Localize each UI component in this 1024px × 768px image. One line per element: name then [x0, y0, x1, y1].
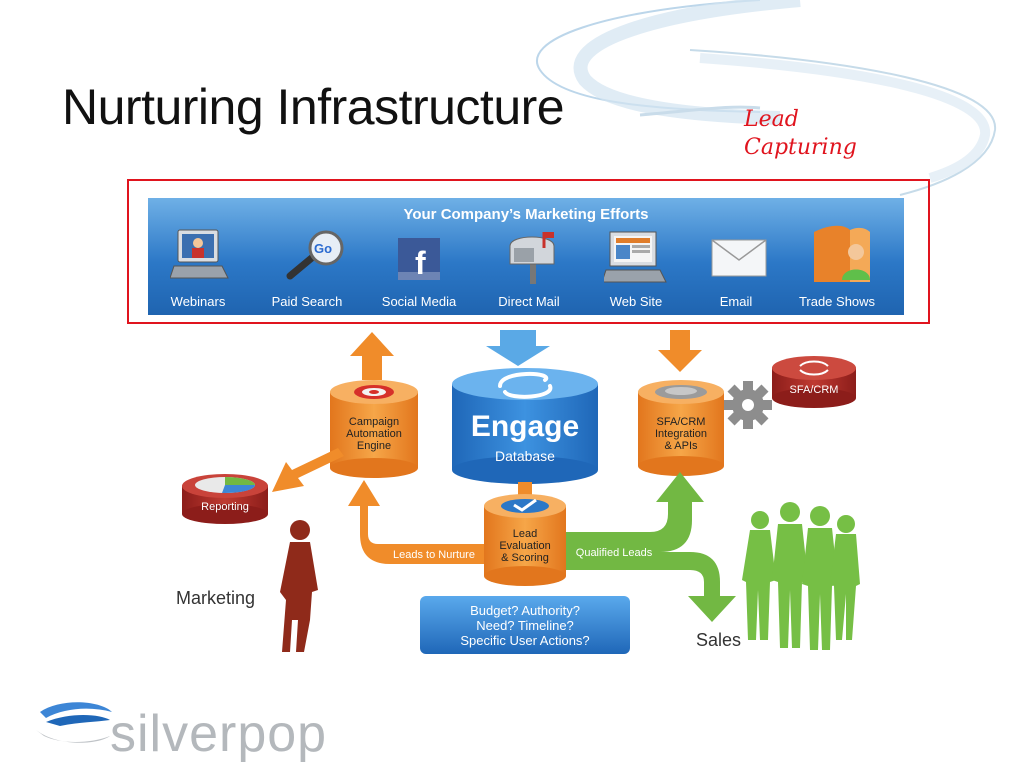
lead-line-1: Lead: [512, 528, 538, 540]
campaign-line-2: Automation: [346, 428, 402, 440]
questions-line-3: Specific User Actions?: [460, 633, 590, 648]
callout-line-2: Capturing: [744, 135, 857, 160]
questions-line-1: Budget? Authority?: [470, 603, 580, 618]
svg-text:f: f: [415, 245, 426, 280]
marketing-efforts-banner: Your Company’s Marketing Efforts Go f: [148, 198, 904, 315]
leads-to-nurture-arrow: [348, 480, 486, 564]
trade-show-booth-icon: [814, 225, 870, 282]
sfa-integration-cylinder: [638, 380, 724, 476]
campaign-automation-cylinder: [330, 380, 418, 478]
channel-label-webinars: Webinars: [170, 294, 226, 309]
qualification-questions-text: Budget? Authority? Need? Timeline? Speci…: [420, 603, 630, 648]
arrow-down-engage: [486, 330, 550, 366]
channel-label-social-media: Social Media: [381, 294, 457, 309]
leads-to-nurture-label: Leads to Nurture: [393, 549, 475, 561]
lead-capturing-highlight: [127, 179, 930, 324]
channel-label-trade-shows: Trade Shows: [798, 294, 876, 309]
callout-line-1: Lead: [744, 107, 799, 132]
lead-capturing-callout: Lead Capturing: [744, 106, 857, 162]
banner-title: Your Company’s Marketing Efforts: [403, 206, 649, 223]
sfa-line-3: & APIs: [664, 440, 698, 452]
sfacrm-label: SFA/CRM: [789, 384, 839, 396]
campaign-line-1: Campaign: [348, 416, 400, 428]
facebook-icon: f: [398, 238, 440, 280]
envelope-icon: [711, 239, 767, 277]
qualification-questions-box: [420, 596, 630, 654]
channel-label-web-site: Web Site: [609, 294, 663, 309]
silverpop-logo-mark: [36, 702, 112, 743]
campaign-line-3: Engine: [356, 440, 392, 452]
sfa-line-1: SFA/CRM: [656, 416, 706, 428]
sales-label: Sales: [696, 630, 742, 650]
laptop-webinar-icon: [170, 229, 229, 279]
sfa-integration-label: SFA/CRM Integration & APIs: [640, 416, 722, 452]
marketing-label: Marketing: [176, 588, 256, 608]
reporting-cylinder: [182, 474, 268, 524]
magnifier-google-icon: Go: [286, 230, 344, 280]
engage-database-cylinder: [452, 368, 598, 484]
sfacrm-cylinder: [772, 356, 856, 408]
arrow-to-reporting: [272, 448, 344, 492]
monitor-website-icon: [604, 231, 667, 283]
slide-title: Nurturing Infrastructure: [62, 79, 565, 135]
lead-line-3: & Scoring: [501, 552, 549, 564]
reporting-label: Reporting: [201, 501, 249, 513]
qualified-leads-arrow-up: [562, 472, 704, 552]
marketing-person-silhouette: [280, 520, 318, 652]
sales-team-silhouette: [742, 502, 860, 650]
mailbox-icon: [509, 232, 555, 284]
arrow-up-campaign: [350, 332, 394, 380]
channel-label-paid-search: Paid Search: [271, 294, 343, 309]
qualified-leads-arrow-down: [562, 552, 736, 622]
silverpop-logo-wordmark-clip: silverpop: [100, 712, 340, 768]
lead-evaluation-cylinder: [484, 494, 566, 586]
qualified-leads-label: Qualified Leads: [575, 547, 653, 559]
channel-label-email: Email: [719, 294, 753, 309]
arrow-down-sfa: [658, 330, 702, 372]
lead-evaluation-label: Lead Evaluation & Scoring: [486, 528, 564, 564]
questions-line-2: Need? Timeline?: [476, 618, 574, 633]
sfa-line-2: Integration: [655, 428, 707, 440]
silverpop-wordmark: silverpop: [110, 712, 328, 763]
gear-icon: [724, 381, 772, 429]
lead-line-2: Evaluation: [499, 540, 551, 552]
channel-label-direct-mail: Direct Mail: [498, 294, 560, 309]
svg-text:Go: Go: [314, 241, 332, 256]
engage-subtitle: Database: [495, 448, 555, 464]
engage-title: Engage: [470, 410, 580, 443]
campaign-automation-label: Campaign Automation Engine: [332, 416, 416, 452]
